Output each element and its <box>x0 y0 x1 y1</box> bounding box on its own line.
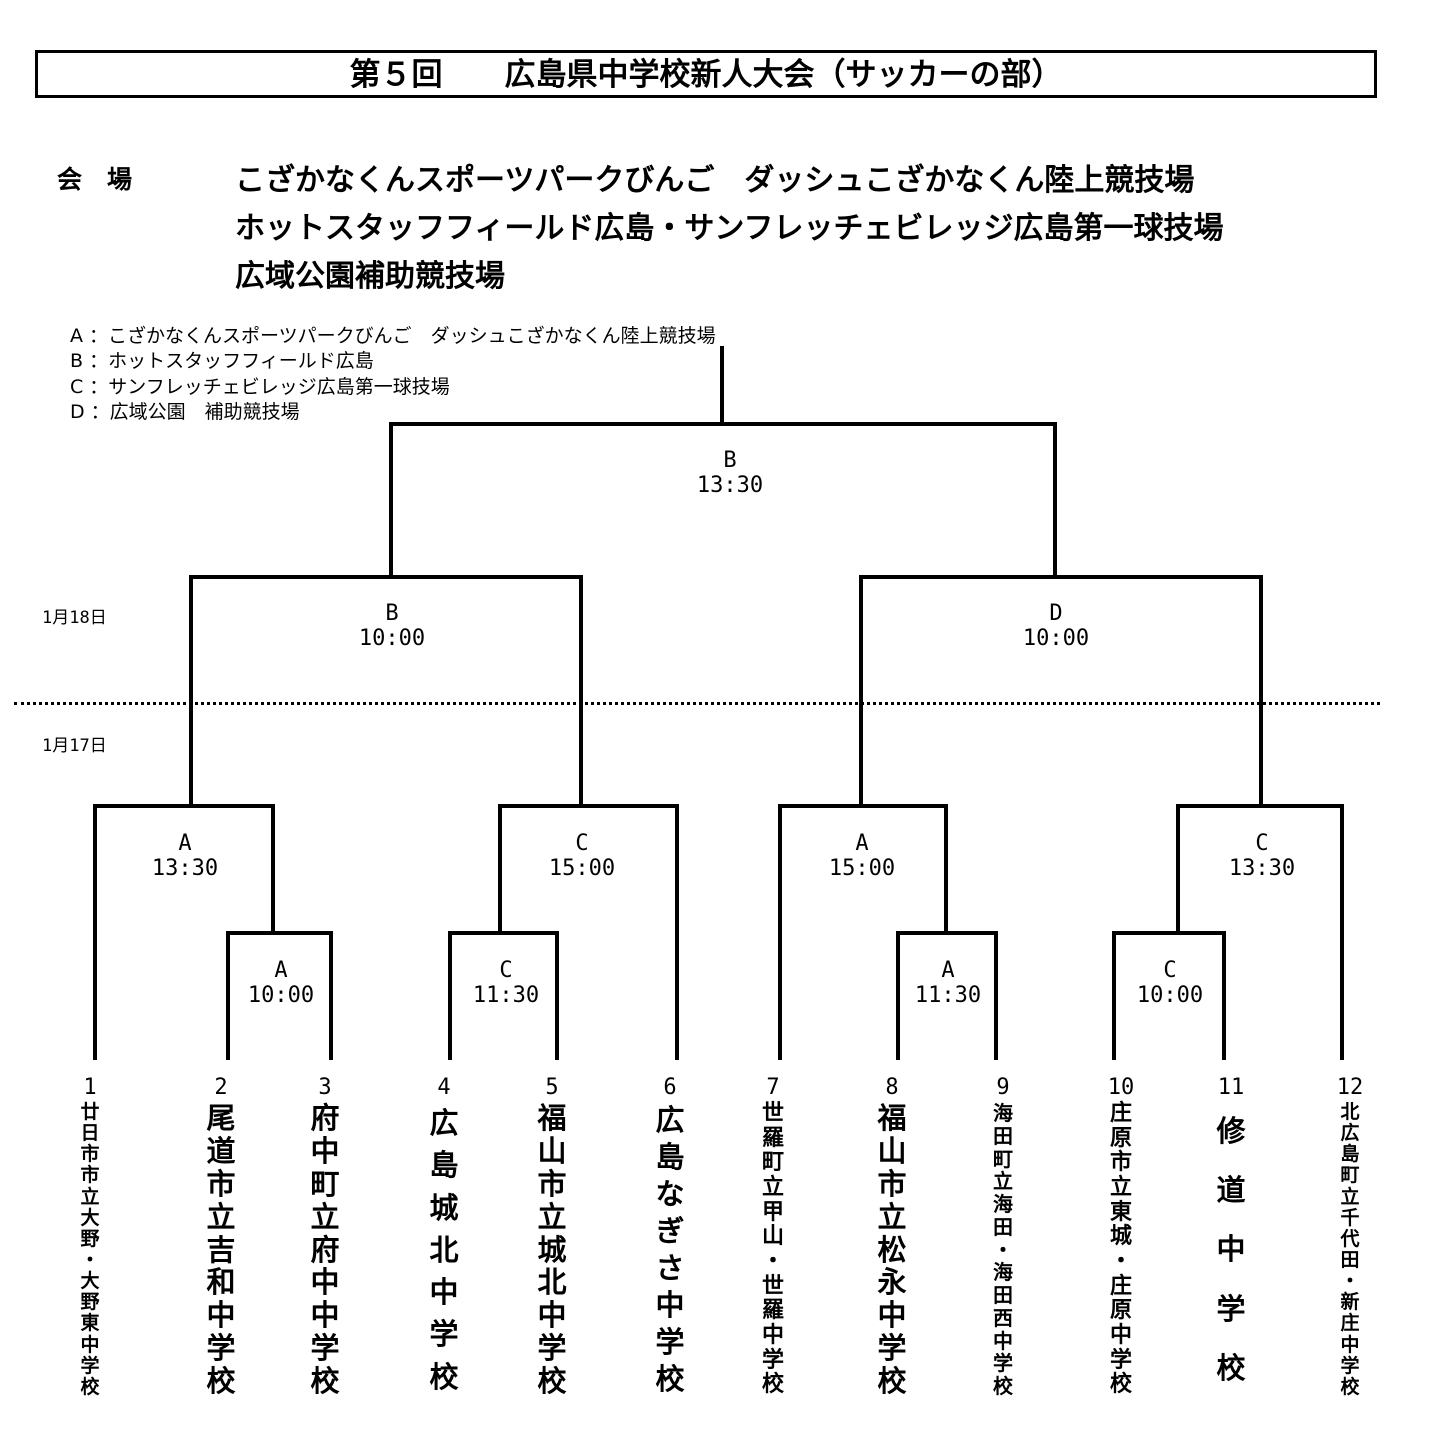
match-time: 15:00 <box>548 856 616 881</box>
title-box: 第５回 広島県中学校新人大会（サッカーの部） <box>35 50 1377 98</box>
team-name-7: 世羅町立甲山・世羅中学校 <box>761 1101 784 1398</box>
match-venue: A <box>855 831 869 856</box>
team-seed-12: 12 <box>1336 1075 1364 1100</box>
team-name-12: 北広島町立千代田・新庄中学校 <box>1340 1101 1360 1398</box>
team-seed-9: 9 <box>996 1075 1010 1100</box>
team-name-2: 尾道市立吉和中学校 <box>206 1101 236 1399</box>
match-time: 10:00 <box>247 983 315 1008</box>
team-name-6: 広島なぎさ中学校 <box>655 1103 685 1396</box>
venue-line-3: 広域公園補助競技場 <box>235 259 505 294</box>
page-title: 第５回 広島県中学校新人大会（サッカーの部） <box>349 57 1063 93</box>
match-venue: D <box>1049 601 1063 626</box>
match-time: 15:00 <box>828 856 896 881</box>
match-qf3: A 15:00 <box>802 831 922 881</box>
bracket-qf1 <box>93 804 275 1060</box>
match-venue: B <box>385 601 399 626</box>
bracket-semi-right <box>859 575 1263 808</box>
match-venue: C <box>1163 958 1177 983</box>
match-time: 10:00 <box>358 626 426 651</box>
date-day1: 1月17日 <box>42 736 107 756</box>
bracket-qf3 <box>778 804 948 1060</box>
bracket-r1-2 <box>448 931 559 1060</box>
match-time: 11:30 <box>472 983 540 1008</box>
match-semi-right: D 10:00 <box>996 601 1116 651</box>
match-venue: A <box>178 831 192 856</box>
match-venue: A <box>274 958 288 983</box>
match-qf4: C 13:30 <box>1202 831 1322 881</box>
bracket-r1-4 <box>1112 931 1226 1060</box>
team-name-5: 福山市立城北中学校 <box>537 1101 567 1399</box>
legend-d: D ：広域公園 補助競技場 <box>70 401 300 423</box>
team-seed-11: 11 <box>1217 1075 1245 1100</box>
team-seed-10: 10 <box>1107 1075 1135 1100</box>
bracket-semi-left <box>189 575 583 808</box>
bracket-r1-3 <box>896 931 998 1060</box>
match-final: B 13:30 <box>670 448 790 498</box>
legend-a: A ：こざかなくんスポーツパークびんご ダッシュこざかなくん陸上競技場 <box>70 325 716 347</box>
match-time: 13:30 <box>1228 856 1296 881</box>
team-seed-1: 1 <box>83 1075 97 1100</box>
match-semi-left: B 10:00 <box>332 601 452 651</box>
legend-b: B ：ホットスタッフフィールド広島 <box>70 350 374 372</box>
date-day2: 1月18日 <box>42 608 107 628</box>
match-venue: A <box>941 958 955 983</box>
team-seed-8: 8 <box>885 1075 899 1100</box>
bracket-qf2 <box>498 804 679 1060</box>
match-final-venue: B <box>723 448 737 473</box>
match-r1-3: A 11:30 <box>888 958 1008 1008</box>
bracket-r1-1 <box>226 931 333 1060</box>
team-name-11: 修道中学校 <box>1216 1114 1246 1385</box>
team-seed-2: 2 <box>214 1075 228 1100</box>
team-seed-6: 6 <box>663 1075 677 1100</box>
team-seed-5: 5 <box>545 1075 559 1100</box>
team-name-4: 広島城北中学校 <box>429 1106 459 1394</box>
match-time: 11:30 <box>914 983 982 1008</box>
match-time: 13:30 <box>151 856 219 881</box>
bracket-final <box>389 346 1057 579</box>
match-r1-4: C 10:00 <box>1110 958 1230 1008</box>
date-divider <box>14 702 1380 705</box>
match-final-time: 13:30 <box>696 473 764 498</box>
match-time: 10:00 <box>1136 983 1204 1008</box>
team-seed-4: 4 <box>437 1075 451 1100</box>
venue-line-1: こざかなくんスポーツパークびんご ダッシュこざかなくん陸上競技場 <box>235 163 1195 198</box>
team-name-8: 福山市立松永中学校 <box>877 1101 907 1399</box>
team-name-10: 庄原市立東城・庄原中学校 <box>1109 1101 1132 1398</box>
team-seed-3: 3 <box>318 1075 332 1100</box>
match-venue: C <box>1255 831 1269 856</box>
venue-line-2: ホットスタッフフィールド広島・サンフレッチェビレッジ広島第一球技場 <box>235 211 1224 246</box>
bracket-qf4 <box>1176 804 1344 1060</box>
match-venue: C <box>499 958 513 983</box>
venue-label: 会 場 <box>57 165 133 194</box>
team-seed-7: 7 <box>766 1075 780 1100</box>
match-venue: C <box>575 831 589 856</box>
legend-c: C ：サンフレッチェビレッジ広島第一球技場 <box>70 376 450 398</box>
match-r1-1: A 10:00 <box>221 958 341 1008</box>
match-r1-2: C 11:30 <box>446 958 566 1008</box>
match-qf1: A 13:30 <box>125 831 245 881</box>
team-name-3: 府中町立府中中学校 <box>310 1101 340 1399</box>
team-name-1: 廿日市市立大野・大野東中学校 <box>80 1101 100 1398</box>
team-name-9: 海田町立海田・海田西中学校 <box>993 1101 1013 1399</box>
match-time: 10:00 <box>1022 626 1090 651</box>
match-qf2: C 15:00 <box>522 831 642 881</box>
